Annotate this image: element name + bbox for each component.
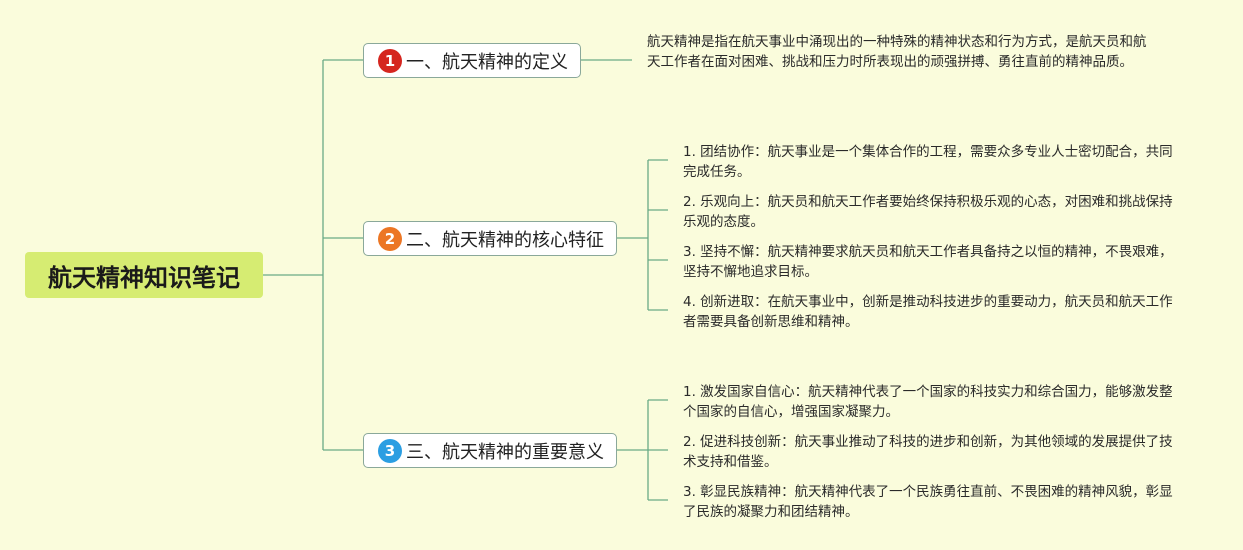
root-node[interactable]: 航天精神知识笔记 (25, 252, 263, 298)
branch-core-features[interactable]: 2 二、航天精神的核心特征 (363, 221, 617, 256)
leaf-item[interactable]: 1. 激发国家自信心：航天精神代表了一个国家的科技实力和综合国力，能够激发整个国… (683, 384, 1173, 420)
root-title: 航天精神知识笔记 (48, 263, 240, 292)
definition-note[interactable]: 航天精神是指在航天事业中涌现出的一种特殊的精神状态和行为方式，是航天员和航天工作… (647, 34, 1147, 70)
branch-label: 一、航天精神的定义 (406, 51, 568, 73)
branch-label: 三、航天精神的重要意义 (406, 441, 604, 463)
leaf-item[interactable]: 2. 促进科技创新：航天事业推动了科技的进步和创新，为其他领域的发展提供了技术支… (683, 434, 1173, 470)
number-3-icon: 3 (378, 438, 402, 463)
leaf-item[interactable]: 3. 坚持不懈：航天精神要求航天员和航天工作者具备持之以恒的精神，不畏艰难，坚持… (683, 244, 1173, 280)
branch-significance[interactable]: 3 三、航天精神的重要意义 (363, 433, 617, 468)
number-1-icon: 1 (378, 48, 402, 73)
leaf-item[interactable]: 3. 彰显民族精神：航天精神代表了一个民族勇往直前、不畏困难的精神风貌，彰显了民… (683, 484, 1173, 520)
leaf-item[interactable]: 2. 乐观向上：航天员和航天工作者要始终保持积极乐观的心态，对困难和挑战保持乐观… (683, 194, 1173, 230)
leaf-item[interactable]: 4. 创新进取：在航天事业中，创新是推动科技进步的重要动力，航天员和航天工作者需… (683, 294, 1173, 330)
leaf-item[interactable]: 1. 团结协作：航天事业是一个集体合作的工程，需要众多专业人士密切配合，共同完成… (683, 144, 1173, 180)
number-2-icon: 2 (378, 226, 402, 251)
branch-definition[interactable]: 1 一、航天精神的定义 (363, 43, 581, 78)
branch-label: 二、航天精神的核心特征 (406, 229, 604, 251)
